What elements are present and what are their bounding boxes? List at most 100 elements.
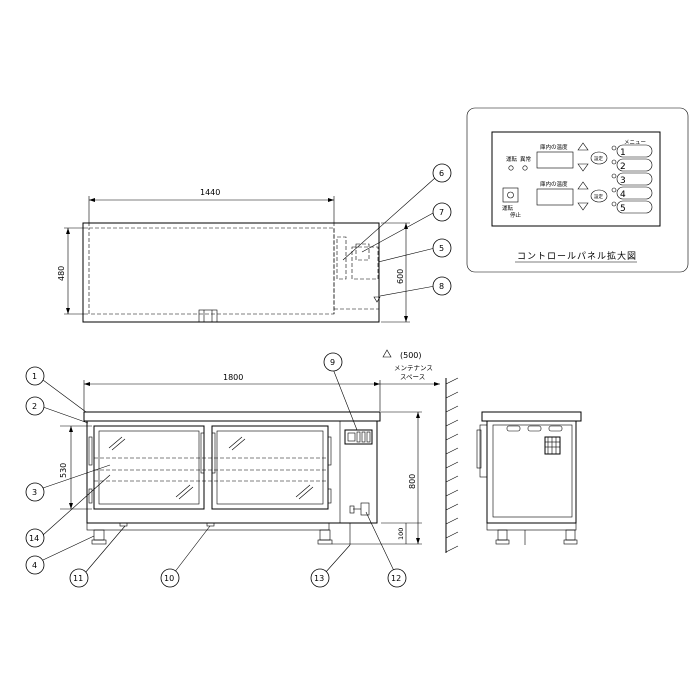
- callout-9: [323, 352, 343, 372]
- callout-7: [432, 202, 452, 222]
- up-arrow-icon-2: [577, 181, 589, 190]
- right-glass-highlight-4: [298, 486, 314, 500]
- wall-hatching: [445, 377, 459, 553]
- drain-icon: [373, 296, 381, 303]
- set-button-2: [590, 189, 608, 203]
- callout-3: [25, 482, 45, 502]
- leader-4: [42, 535, 95, 561]
- run-lamp-icon: [508, 165, 514, 171]
- hatch-1: [445, 377, 459, 385]
- side-inner: [492, 424, 573, 518]
- leader-7: [361, 211, 436, 253]
- set-button-1-label: 設定: [594, 155, 603, 162]
- callout-8: [432, 276, 452, 296]
- leader-11: [84, 525, 126, 574]
- menu-1-label: 1: [620, 148, 626, 158]
- right-handle: [211, 432, 216, 474]
- side-leg-front: [497, 529, 508, 541]
- side-leg-rear: [565, 529, 576, 541]
- control-panel-small: [344, 429, 373, 445]
- control-panel-small-btn-2: [361, 431, 366, 443]
- hatch-3: [445, 405, 459, 413]
- control-panel-small-btn-3: [366, 431, 371, 443]
- side-base: [486, 522, 577, 531]
- menu-lamp-3: [611, 173, 617, 179]
- drain-cock-knob: [349, 505, 355, 514]
- callout-3-label: 3: [32, 488, 37, 497]
- leader-14: [42, 474, 111, 536]
- menu-lamp-2: [611, 159, 617, 165]
- leader-8: [379, 285, 436, 297]
- callout-1-label: 1: [32, 372, 37, 381]
- dim-530-label: 530: [59, 463, 68, 478]
- leader-12: [365, 511, 396, 574]
- callout-10-label: 10: [164, 574, 174, 583]
- control-panel-small-btn-1: [356, 431, 361, 443]
- top-handle: [198, 309, 218, 323]
- maintenance-note-1: メンテナンス: [394, 364, 433, 372]
- down-arrow-icon-1: [577, 163, 589, 172]
- leg-right: [319, 529, 331, 541]
- skid-center: [206, 522, 215, 527]
- right-door-glass: [216, 430, 324, 505]
- hatch-2: [445, 391, 459, 399]
- callout-11-label: 11: [73, 574, 83, 583]
- hatch-7: [445, 461, 459, 469]
- control-panel-face: [491, 131, 661, 227]
- top-view-outline: [82, 222, 380, 323]
- hatch-9: [445, 489, 459, 497]
- right-glass-highlight-1: [228, 436, 243, 449]
- control-panel-caption: コントロールパネル拡大図: [517, 250, 637, 262]
- side-body: [486, 420, 577, 524]
- callout-8-label: 8: [439, 282, 444, 291]
- leader-5: [377, 247, 436, 263]
- right-door: [211, 425, 329, 510]
- left-glass-highlight-1: [108, 436, 123, 449]
- control-panel-enlarged: 運転 異常 運転 停止 庫内の温度 庫内の温度 設定 設定 メニュー 1 2 3: [466, 107, 689, 273]
- dim-600-label: 600: [396, 269, 405, 284]
- hatch-13: [445, 545, 459, 553]
- leg-left: [93, 529, 105, 541]
- hatch-12: [445, 531, 459, 539]
- menu-button-1: [616, 144, 653, 158]
- set-button-1: [590, 151, 608, 165]
- callout-11: [69, 568, 89, 588]
- skid-left: [119, 522, 128, 527]
- left-door-glass: [98, 430, 200, 505]
- right-glass-highlight-3: [295, 484, 311, 498]
- temp-display-1-label: 庫内の温度: [540, 143, 568, 151]
- callout-6: [432, 163, 452, 183]
- callout-4: [25, 555, 45, 575]
- menu-button-3: [616, 172, 653, 186]
- maintenance-dim-label: (500): [400, 351, 422, 360]
- dim-1800-label: 1800: [223, 373, 243, 382]
- control-panel-small-display: [347, 432, 356, 442]
- left-glass-highlight-3: [175, 484, 191, 498]
- leader-6: [342, 177, 436, 261]
- side-leg-rear-foot: [563, 539, 578, 545]
- side-view: [476, 411, 582, 545]
- vent-slot-3: [548, 425, 563, 432]
- hatch-5: [445, 433, 459, 441]
- side-handle: [476, 429, 482, 469]
- menu-lamp-5: [611, 201, 617, 207]
- callout-14-label: 14: [29, 534, 39, 543]
- hatch-11: [445, 517, 459, 525]
- left-handle: [200, 432, 205, 474]
- callout-2: [25, 396, 45, 416]
- right-hinge-lower: [327, 488, 332, 504]
- menu-4-label: 4: [620, 190, 626, 200]
- callout-6-label: 6: [439, 169, 444, 178]
- down-arrow-icon-2: [577, 202, 589, 211]
- side-door-edge: [479, 424, 488, 478]
- power-icon: [507, 191, 514, 199]
- power-button: [502, 187, 519, 203]
- menu-2-label: 2: [620, 162, 626, 172]
- left-glass-highlight-2: [111, 438, 126, 451]
- front-view: 1800 (500) メンテナンス スペース 530: [42, 349, 459, 574]
- cabinet-body: [86, 420, 378, 524]
- run-lamp-label: 運転: [506, 156, 518, 163]
- right-hinge: [327, 436, 332, 466]
- temp-display-1: [536, 151, 574, 169]
